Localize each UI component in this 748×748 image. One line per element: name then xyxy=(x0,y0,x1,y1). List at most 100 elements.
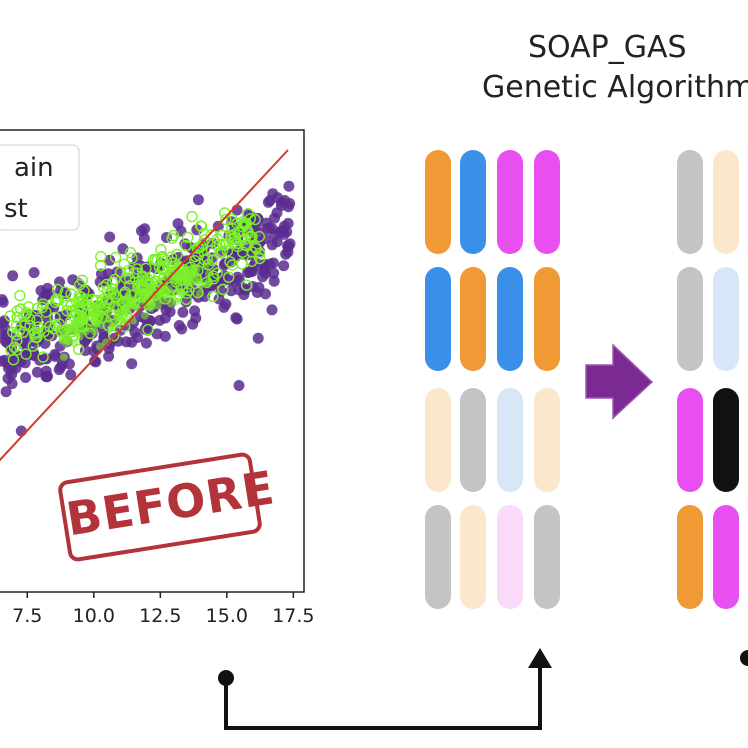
gene-capsule xyxy=(497,267,523,371)
x-tick-label: 10.0 xyxy=(73,605,115,627)
test-point xyxy=(49,318,62,331)
test-point xyxy=(249,213,261,226)
gene-capsule xyxy=(534,150,560,254)
test-point xyxy=(167,288,176,297)
train-point xyxy=(268,267,280,279)
test-point xyxy=(131,267,143,279)
gene-grid xyxy=(425,150,739,609)
test-point xyxy=(121,304,130,313)
train-point xyxy=(284,198,296,209)
stamp-text: BEFORE xyxy=(62,460,279,547)
test-point xyxy=(79,326,88,335)
gene-capsule xyxy=(497,388,523,492)
test-point xyxy=(195,289,204,298)
test-point xyxy=(14,289,26,302)
test-point xyxy=(104,309,113,317)
test-point xyxy=(11,344,23,356)
train-point xyxy=(154,314,166,326)
test-point xyxy=(109,251,122,264)
test-point xyxy=(147,253,160,266)
test-point xyxy=(186,210,198,223)
test-point xyxy=(43,329,55,342)
train-point xyxy=(28,267,40,279)
train-point xyxy=(282,217,294,229)
train-point xyxy=(252,332,264,344)
train-point xyxy=(55,361,67,373)
train-point xyxy=(261,223,273,235)
train-point xyxy=(190,312,202,324)
test-point xyxy=(90,327,99,336)
test-point xyxy=(49,311,61,324)
test-point xyxy=(217,283,229,296)
gene-capsule xyxy=(460,267,486,371)
train-point xyxy=(40,365,52,377)
test-point xyxy=(70,339,79,348)
test-point xyxy=(97,281,110,293)
gene-capsule xyxy=(460,388,486,492)
test-point xyxy=(153,261,166,273)
test-point xyxy=(72,343,85,355)
test-point xyxy=(94,259,107,272)
test-point xyxy=(72,320,81,329)
test-point xyxy=(167,229,180,242)
test-point xyxy=(20,348,32,360)
test-point xyxy=(124,311,133,320)
test-point xyxy=(153,301,162,310)
train-point xyxy=(126,358,138,370)
test-point xyxy=(77,294,89,306)
test-point xyxy=(226,222,238,235)
train-point xyxy=(238,289,250,301)
train-point xyxy=(103,350,115,362)
train-point xyxy=(63,358,75,370)
x-tick-label: 15.0 xyxy=(206,605,248,627)
test-point xyxy=(63,336,72,345)
connector-dot-right xyxy=(740,650,748,666)
gene-capsule xyxy=(677,388,703,492)
train-point xyxy=(230,312,242,324)
test-point xyxy=(196,280,205,289)
gene-capsule xyxy=(460,505,486,609)
train-point xyxy=(233,380,245,391)
test-point xyxy=(140,311,149,320)
gene-capsule xyxy=(425,388,451,492)
x-tick-label: 7.5 xyxy=(12,605,42,627)
gene-capsule xyxy=(713,150,739,254)
train-point xyxy=(2,330,14,342)
train-point xyxy=(95,268,107,280)
train-point xyxy=(283,180,295,192)
test-point xyxy=(104,315,112,324)
fit-line xyxy=(0,149,289,462)
test-point xyxy=(138,294,147,303)
test-point xyxy=(59,286,71,298)
train-point xyxy=(269,212,280,224)
test-point xyxy=(119,296,128,305)
test-point xyxy=(238,218,250,231)
test-point xyxy=(135,278,144,287)
train-point xyxy=(151,328,163,340)
train-point xyxy=(19,357,31,369)
test-point xyxy=(235,234,247,247)
test-point xyxy=(8,341,21,353)
gene-capsule xyxy=(497,150,523,254)
train-point xyxy=(7,270,19,282)
test-point xyxy=(246,231,258,243)
train-point xyxy=(49,348,61,360)
test-point xyxy=(166,266,175,275)
test-point xyxy=(31,331,43,344)
test-point xyxy=(78,285,90,297)
test-point xyxy=(176,278,185,287)
test-point xyxy=(90,303,99,311)
train-point xyxy=(266,304,278,316)
train-point xyxy=(267,257,279,269)
train-point xyxy=(257,271,269,283)
train-point xyxy=(175,225,187,237)
test-point xyxy=(165,251,178,263)
test-point xyxy=(95,250,107,263)
test-point xyxy=(22,301,35,313)
train-point xyxy=(213,293,225,305)
train-point xyxy=(0,386,12,398)
test-point xyxy=(109,289,118,298)
